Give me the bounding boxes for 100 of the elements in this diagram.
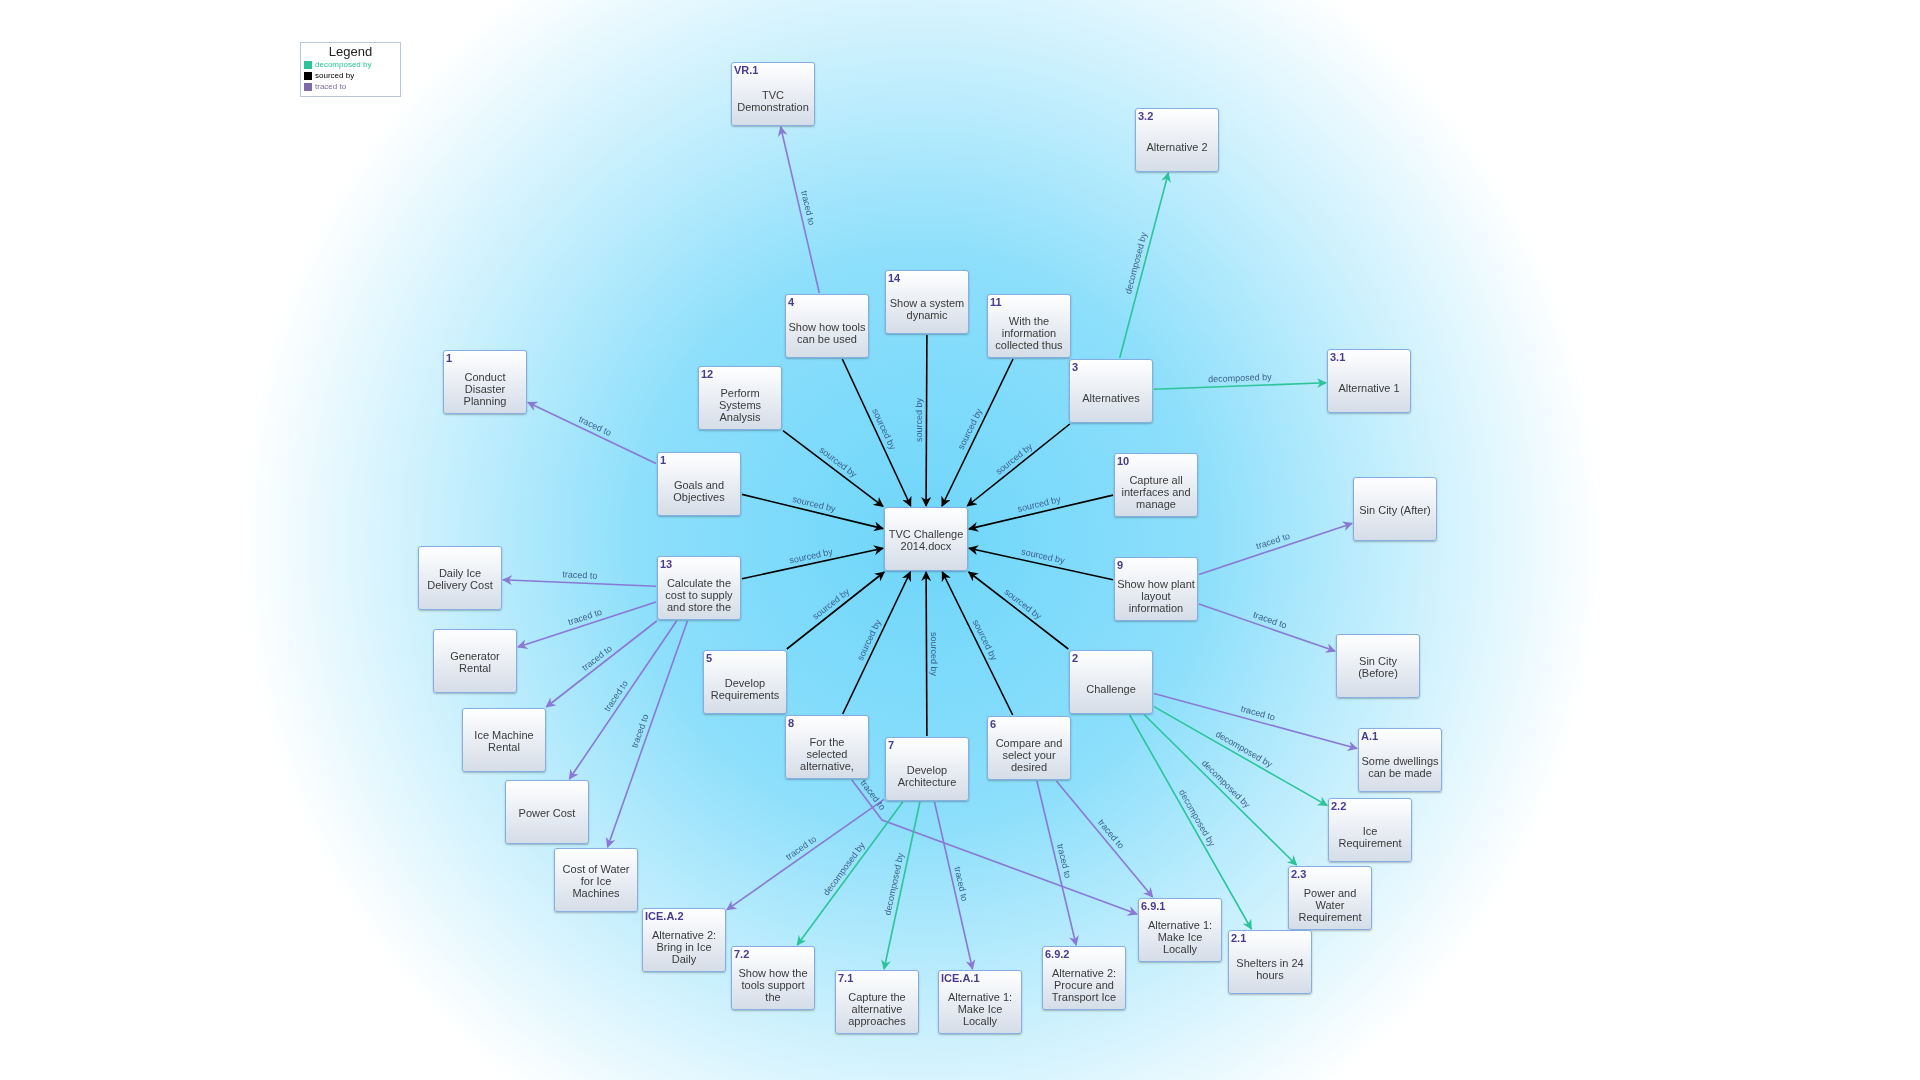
legend-label: decomposed by: [315, 59, 372, 70]
edge-label: sourced by: [929, 631, 940, 676]
edge-label: traced to: [1055, 842, 1074, 880]
requirement-box: [987, 716, 1071, 780]
arrow: [841, 358, 912, 507]
item-number: 2.1: [1231, 932, 1247, 944]
edge-label: sourced by: [791, 493, 837, 514]
item-number: 3.2: [1138, 110, 1154, 122]
item-number: 5: [706, 652, 713, 664]
arrow: [1198, 603, 1336, 653]
arrow: [726, 798, 885, 911]
legend-label: traced to: [315, 81, 347, 92]
requirement-box: [835, 970, 919, 1034]
arrow: [967, 571, 1070, 650]
requirement-box: [1288, 866, 1372, 930]
requirement-box: [642, 908, 726, 972]
item-title: TVC Challenge 2014.docx: [887, 527, 965, 552]
edge-label: traced to: [1254, 531, 1292, 552]
requirement-box: [443, 350, 527, 414]
item-number: 1: [446, 352, 453, 364]
requirement-box: [885, 737, 969, 801]
item-number: 3.1: [1330, 351, 1346, 363]
item-title: Power Cost: [518, 806, 576, 819]
requirement-box: [1336, 634, 1420, 698]
item-title: With the information collected thus: [994, 314, 1064, 351]
requirement-box: [1114, 453, 1198, 517]
edge-label: traced to: [1239, 703, 1276, 723]
item-number: VR.1: [734, 64, 759, 76]
arrow: [741, 545, 884, 580]
requirement-box: [1328, 798, 1412, 862]
item-title: Cost of Water for Ice Machines: [561, 862, 631, 899]
arrow: [517, 601, 657, 649]
arrow: [545, 620, 658, 708]
arrow: [1143, 714, 1298, 866]
arrow: [1153, 692, 1358, 751]
item-title: Generator Rental: [449, 649, 501, 674]
arrow: [741, 493, 884, 532]
requirement-box: [418, 546, 502, 610]
arrow: [1198, 521, 1353, 576]
arrow: [786, 571, 885, 650]
item-number: 9: [1117, 559, 1124, 571]
item-title: Calculate the cost to supply and store the: [664, 576, 734, 613]
item-number: 8: [788, 717, 795, 729]
item-title: Shelters in 24 hours: [1235, 956, 1305, 981]
requirement-box: [698, 366, 782, 430]
item-title: Capture the alternative approaches: [847, 990, 907, 1027]
edge-label: traced to: [562, 569, 598, 581]
edge-label: decomposed by: [1207, 371, 1272, 385]
edge-label: traced to: [952, 865, 971, 902]
requirement-box: [554, 848, 638, 912]
arrow: [933, 801, 976, 970]
requirement-box: [1138, 898, 1222, 962]
requirement-box: [785, 715, 869, 779]
arrow: [968, 545, 1114, 581]
item-number: 10: [1117, 455, 1130, 467]
legend-label: sourced by: [315, 70, 355, 81]
arrow: [1153, 378, 1327, 391]
requirement-box: [1353, 477, 1437, 541]
requirement-box: [731, 62, 815, 126]
item-title: Show how the tools support the: [737, 966, 809, 1003]
requirement-box: [462, 708, 546, 772]
item-title: Show a system dynamic: [888, 296, 966, 321]
item-number: 6.9.2: [1045, 948, 1070, 960]
arrow: [1128, 714, 1253, 930]
item-title: Alternative 1: Make Ice Locally: [946, 990, 1014, 1027]
item-title: Develop Requirements: [709, 676, 781, 701]
item-number: 7.2: [734, 948, 750, 960]
item-number: 7.1: [838, 972, 854, 984]
edge-label: sourced by: [788, 546, 834, 566]
item-title: Alternative 2: Bring in Ice Daily: [650, 928, 718, 965]
item-title: Develop Architecture: [896, 763, 958, 788]
arrow: [921, 571, 932, 737]
arrow: [881, 801, 921, 970]
item-number: 3: [1072, 361, 1079, 373]
item-title: Sin City (Before): [1357, 654, 1399, 679]
arrow: [796, 801, 904, 946]
item-title: For the selected alternative,: [799, 735, 855, 772]
item-number: ICE.A.1: [941, 972, 980, 984]
arrow: [502, 575, 657, 587]
item-number: ICE.A.2: [645, 910, 684, 922]
requirement-box: [1327, 349, 1411, 413]
arrow: [782, 429, 884, 508]
arrow: [841, 571, 912, 715]
item-title: Ice Requirement: [1337, 824, 1403, 849]
arrow: [777, 126, 821, 294]
arrow: [941, 358, 1014, 507]
arrow: [1118, 172, 1171, 359]
item-title: Daily Ice Delivery Cost: [426, 566, 494, 591]
edge-label: sourced by: [1020, 546, 1066, 566]
edge-label: traced to: [798, 190, 817, 227]
arrow: [605, 620, 689, 848]
item-title: Alternative 1: [1338, 381, 1400, 394]
requirement-box: [1042, 946, 1126, 1010]
arrow: [1036, 780, 1079, 946]
edge-label: traced to: [629, 713, 651, 750]
item-number: 12: [701, 368, 714, 380]
requirement-box: [657, 556, 741, 620]
requirement-box: [1069, 359, 1153, 423]
legend-title: Legend: [328, 44, 373, 59]
item-title: Perform Systems Analysis: [717, 386, 763, 423]
